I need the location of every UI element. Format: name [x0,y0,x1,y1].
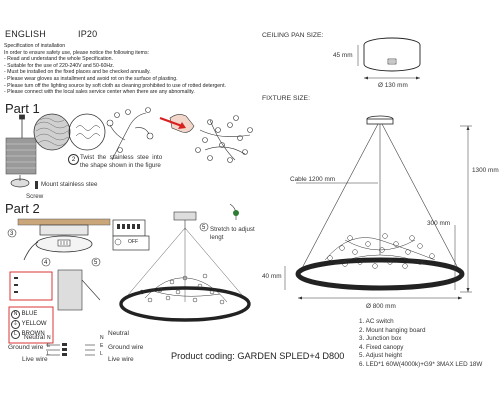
legend-item: 2. Mount hanging board [359,326,426,334]
wire-label: YELLOW [21,321,47,327]
spec-line: - Please wear gloves as installment and … [4,75,178,82]
language-label: ENGLISH [5,29,46,39]
product-coding: Product coding: GARDEN SPLED+4 D800 [171,351,345,361]
step-2-badge: 2 [68,154,79,165]
parts-legend: 1. AC switch 2. Mount hanging board 3. J… [359,318,482,370]
wire-l-left: L [47,351,50,357]
wire-code: N [11,310,20,319]
wire-row: N BLUE [11,309,47,319]
spec-line: Specification of installation [4,43,66,49]
fixture-inner-height: 300 mm [427,220,451,227]
legend-item: 6. LED*1 60W(4000k)+G9* 3MAX LED 18W [359,360,483,368]
spec-line: In order to ensure safety use, please no… [4,49,150,56]
legend-item: 1. AC switch [359,318,394,325]
wire-row: ⏚ YELLOW [11,319,47,329]
spec-line: - Must be installed on the fixed places … [4,69,151,76]
wire-n-right: N [100,335,104,341]
wire-label: BROWN [21,331,45,337]
wire-colour-list: N BLUE ⏚ YELLOW L BROWN [11,309,47,339]
wire-code: L [11,330,20,339]
spec-line: - Please turn off the lighting source by… [4,82,226,89]
spec-line: - Suitable for the use of 220-240V and 5… [4,62,115,69]
wire-e-left: E [47,343,51,349]
step-5-stretch-badge: 5 [202,225,206,231]
wire-live-right: Live wire [108,356,134,363]
wire-neutral-left: Neutral [24,334,45,341]
wire-neutral-right: Neutral [108,330,129,337]
wire-ground-right: Ground wire [108,344,144,351]
screw-icon [19,114,25,138]
step-4-badge: 4 [44,260,48,266]
part1-title: Part 1 [5,101,40,116]
stretch-adjust-label: Stretch to adjust lengt [210,226,255,241]
ceiling-pan-diameter: Ø 130 mm [378,82,408,89]
wire-live-left: Live wire [22,356,48,363]
fixture-total-height: 1300 mm [472,167,499,174]
fixture-ring-height: 40 mm [262,273,282,280]
wire-n-left: N [47,335,51,341]
step-1-marker [35,181,38,189]
legend-item: 5. Adjust height [359,352,403,360]
fixture-cable-length: Cable 1200 mm [290,176,336,183]
spec-line: - Read and understand the whole Specific… [4,56,114,63]
wire-e-right: E [100,343,104,349]
wire-ground-left: Ground wire [8,344,44,351]
wire-row: L BROWN [11,329,47,339]
off-label: OFF [128,239,138,245]
step-5-badge: 5 [94,260,98,266]
ceiling-pan-height: 45 mm [333,52,353,59]
wire-label: BLUE [21,311,38,317]
step-3-badge: 3 [10,231,14,237]
screw-label: Screw [26,193,44,200]
wire-code: ⏚ [11,320,20,329]
fixture-diameter: Ø 800 mm [366,303,396,310]
wire-l-right: L [100,351,103,357]
ceiling-pan-title: CEILING PAN SIZE: [262,32,324,39]
ip-rating: IP20 [78,29,98,39]
part1-step1-text: Mount stainless stee [41,181,98,188]
specification-text: Specification of installation In order t… [4,43,226,96]
fixture-size-title: FIXTURE SIZE: [262,95,310,102]
legend-item: 3. Junction box [359,335,402,343]
legend-item: 4. Fixed canopy [359,343,404,351]
spec-line: - Please connect with the local sales se… [4,89,195,96]
part1-step2-text: Twist the stainless stee into the shape … [80,154,163,169]
part2-title: Part 2 [5,201,40,216]
